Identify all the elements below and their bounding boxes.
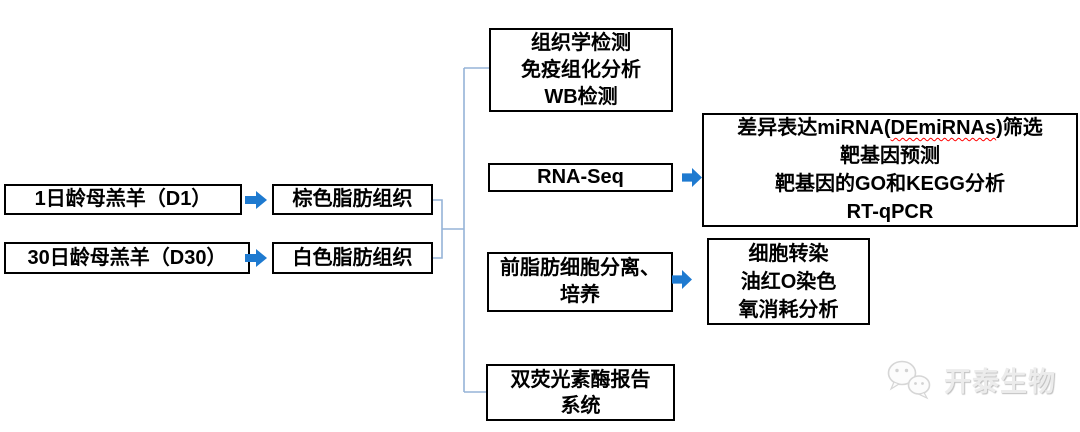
box-luciferase-reporter: 双荧光素酶报告 系统 (486, 364, 675, 421)
wechat-logo-icon (887, 360, 931, 400)
histology-line-1: 组织学检测 (531, 31, 631, 54)
box-white-adipose-label: 白色脂肪组织 (292, 246, 413, 269)
luciferase-line-1: 双荧光素酶报告 (510, 368, 651, 391)
box-lamb-d30: 30日龄母羔羊（D30） (4, 242, 250, 274)
mirna-line-1-prefix: 差异表达miRNA( (737, 117, 891, 139)
box-lamb-d30-label: 30日龄母羔羊（D30） (27, 246, 227, 269)
mirna-demirnas-misspell-underline: DEmiRNAs (890, 117, 997, 139)
preadipocyte-line-1: 前脂肪细胞分离、 (500, 257, 660, 279)
box-lamb-d1: 1日龄母羔羊（D1） (4, 184, 242, 215)
mirna-line-3: 靶基因的GO和KEGG分析 (774, 173, 1005, 195)
box-brown-adipose-label: 棕色脂肪组织 (292, 188, 413, 210)
watermark: 开泰生物 (884, 358, 1056, 400)
preadipocyte-line-2: 培养 (560, 284, 600, 306)
box-preadipocyte-culture: 前脂肪细胞分离、 培养 (487, 252, 673, 312)
mirna-line-4: RT-qPCR (846, 201, 934, 223)
mirna-line-1: 差异表达miRNA(DEmiRNAs)筛选 (737, 114, 1043, 142)
box-rna-seq-label: RNA-Seq (537, 166, 624, 188)
arrow-right-icon (245, 191, 267, 209)
box-brown-adipose: 棕色脂肪组织 (272, 184, 433, 215)
cell-assays-line-3: 氧消耗分析 (738, 298, 839, 321)
mirna-line-1-suffix: )筛选 (996, 117, 1043, 139)
box-histology: 组织学检测 免疫组化分析 WB检测 (489, 28, 673, 112)
box-cell-assays: 细胞转染 油红O染色 氧消耗分析 (707, 238, 870, 325)
histology-line-2: 免疫组化分析 (521, 58, 641, 81)
box-lamb-d1-label: 1日龄母羔羊（D1） (34, 188, 212, 210)
box-white-adipose: 白色脂肪组织 (272, 242, 433, 274)
cell-assays-line-2: 油红O染色 (740, 270, 837, 293)
mirna-line-2: 靶基因预测 (840, 145, 940, 167)
luciferase-line-2: 系统 (560, 394, 601, 417)
watermark-brand-text: 开泰生物 (944, 366, 1056, 397)
histology-line-3: WB检测 (544, 85, 618, 108)
arrow-right-icon (682, 168, 702, 187)
cell-assays-line-1: 细胞转染 (748, 242, 829, 265)
box-mirna-analysis: 差异表达miRNA(DEmiRNAs)筛选 靶基因预测 靶基因的GO和KEGG分… (702, 113, 1078, 227)
arrow-right-icon (672, 270, 692, 289)
box-rna-seq: RNA-Seq (488, 163, 673, 192)
